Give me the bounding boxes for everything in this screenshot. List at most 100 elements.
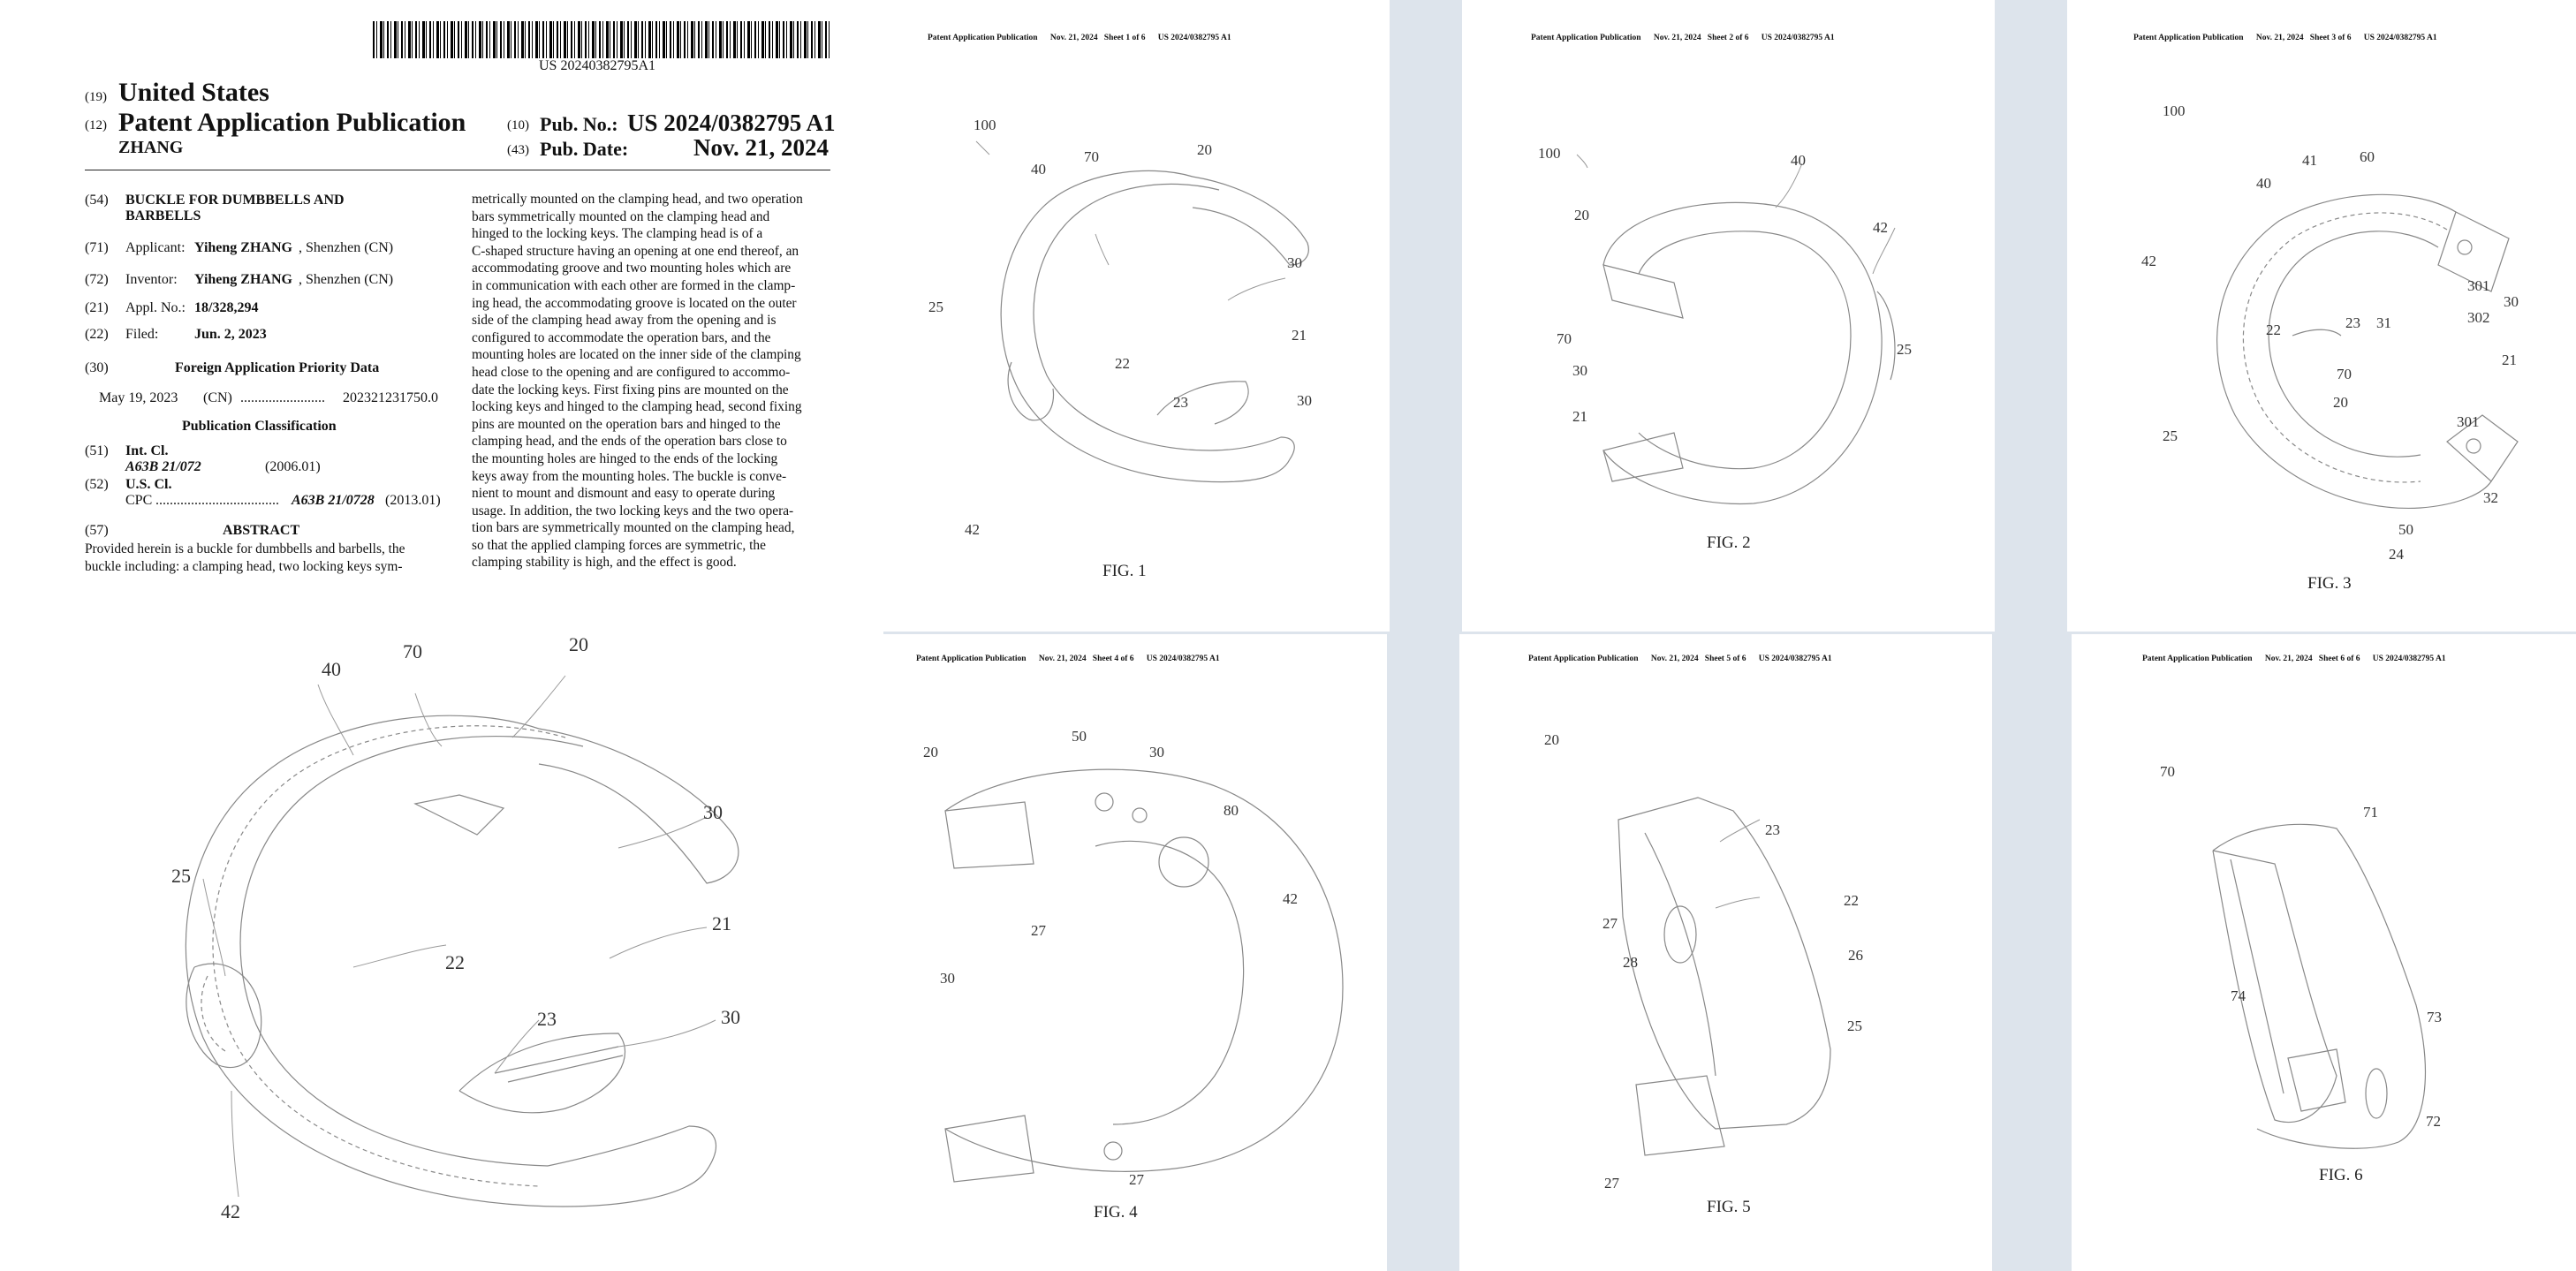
sheet-3: Patent Application Publication Nov. 21, … — [2067, 0, 2576, 632]
figure-caption: FIG. 4 — [1094, 1203, 1138, 1222]
header-title: Patent Application Publication — [928, 34, 1038, 42]
ref-label: 22 — [1115, 355, 1130, 372]
ref-label: 22 — [2266, 322, 2281, 338]
header-date: Nov. 21, 2024 — [2255, 34, 2304, 42]
abstract-line: clamping head, and the ends of the opera… — [472, 434, 787, 450]
ref-label: 60 — [2360, 148, 2375, 165]
ref-label: 21 — [1572, 408, 1587, 425]
abstract-line: head close to the opening and are config… — [472, 364, 791, 380]
abstract-line: in communication with each other are for… — [472, 277, 796, 293]
country: United States — [118, 78, 269, 107]
sheet-header: Patent Application Publication Nov. 21, … — [1528, 654, 1832, 663]
header-sheet: Sheet 6 of 6 — [2318, 654, 2360, 663]
figure-caption: FIG. 2 — [1707, 533, 1751, 552]
ref-label: 40 — [1031, 161, 1046, 178]
header-title: Patent Application Publication — [2133, 34, 2244, 42]
ref-label: 30 — [721, 1006, 740, 1028]
ref-label: 70 — [1084, 148, 1099, 165]
ref-label: 42 — [221, 1200, 240, 1222]
header-title: Patent Application Publication — [1531, 34, 1641, 42]
ref-label: 30 — [1287, 254, 1302, 271]
barcode — [373, 21, 830, 58]
header-date: Nov. 21, 2024 — [1653, 34, 1701, 42]
ref-label: 73 — [2427, 1009, 2442, 1025]
ref-label: 42 — [965, 521, 980, 538]
ref-label: 25 — [2163, 427, 2178, 444]
ref-label: 30 — [1297, 392, 1312, 409]
ref-label: 22 — [1844, 892, 1859, 909]
ref-label: 30 — [1149, 744, 1164, 760]
ref-label: 70 — [1557, 330, 1572, 347]
sheet-5: Patent Application Publication Nov. 21, … — [1459, 634, 1992, 1271]
title-line-2: BARBELLS — [125, 208, 201, 223]
ref-label: 22 — [445, 951, 465, 973]
abstract-left: Provided herein is a buckle for dumbbell… — [85, 541, 445, 575]
ref-label: 24 — [2389, 546, 2404, 563]
sheet-4: Patent Application Publication Nov. 21, … — [875, 634, 1387, 1271]
abstract-heading: ABSTRACT — [223, 523, 300, 538]
ref-label: 40 — [1791, 152, 1806, 169]
pub-date-label: Pub. Date: — [540, 138, 629, 160]
ref-label: 25 — [1897, 341, 1912, 358]
pub-date: Nov. 21, 2024 — [693, 134, 830, 161]
abstract-line: C-shaped structure having an opening at … — [472, 243, 799, 259]
code-22: (22) — [85, 327, 109, 342]
pub-class-heading: Publication Classification — [182, 419, 337, 434]
priority-heading: Foreign Application Priority Data — [175, 360, 380, 375]
abstract-line: metrically mounted on the clamping head,… — [472, 192, 803, 207]
ref-label: 42 — [1873, 219, 1888, 236]
abstract-line: date the locking keys. First fixing pins… — [472, 382, 789, 397]
code-12: (12) — [85, 118, 107, 132]
us-cl-label: U.S. Cl. — [125, 477, 172, 492]
header-sheet: Sheet 1 of 6 — [1103, 34, 1146, 42]
figure-caption: FIG. 5 — [1707, 1198, 1751, 1216]
cpc-year: (2013.01) — [385, 493, 441, 508]
ref-label: 20 — [1544, 731, 1559, 748]
ref-label: 30 — [940, 970, 955, 987]
sheet-6: Patent Application Publication Nov. 21, … — [2072, 634, 2576, 1271]
header-pub-no: US 2024/0382795 A1 — [1146, 654, 1220, 663]
priority-no: 202321231750.0 — [343, 390, 438, 405]
filed-label: Filed: — [125, 327, 159, 342]
int-cl-label: Int. Cl. — [125, 443, 169, 458]
ref-label: 301 — [2467, 277, 2490, 294]
appl-no: 18/328,294 — [194, 300, 259, 315]
ref-label: 27 — [1604, 1175, 1619, 1192]
header-pub-no: US 2024/0382795 A1 — [1761, 34, 1835, 42]
inventor-short: ZHANG — [118, 138, 184, 157]
header-date: Nov. 21, 2024 — [1038, 654, 1087, 663]
ref-label: 72 — [2426, 1113, 2441, 1130]
ref-label: 25 — [928, 299, 943, 315]
ref-label: 30 — [2504, 293, 2519, 310]
abstract-right: metrically mounted on the clamping head,… — [472, 191, 830, 571]
sheet-2: Patent Application Publication Nov. 21, … — [1462, 0, 1995, 632]
ref-label: 70 — [2337, 366, 2352, 382]
ref-label: 71 — [2363, 804, 2378, 821]
int-cl-code: A63B 21/072 — [125, 459, 201, 474]
header-title: Patent Application Publication — [2142, 654, 2253, 663]
filed-date: Jun. 2, 2023 — [194, 327, 267, 342]
abstract-line: buckle including: a clamping head, two l… — [85, 558, 403, 574]
buckle-drawing — [185, 675, 739, 1207]
fig4-drawing — [944, 768, 1344, 1183]
inventor-name: Yiheng ZHANG — [194, 272, 292, 287]
ref-label: 20 — [569, 633, 588, 655]
applicant-label: Applicant: — [125, 240, 186, 255]
header-pub-no: US 2024/0382795 A1 — [1157, 34, 1231, 42]
code-57: (57) — [85, 523, 109, 538]
ref-label: 27 — [1129, 1171, 1144, 1188]
ref-label: 74 — [2231, 987, 2246, 1004]
figure-caption: FIG. 3 — [2307, 574, 2352, 593]
abstract-line: pins are mounted on the operation bars a… — [472, 416, 781, 432]
abstract-line: accommodating groove and two mounting ho… — [472, 261, 792, 276]
abstract-line: hinged to the locking keys. The clamping… — [472, 226, 763, 242]
header-date: Nov. 21, 2024 — [1650, 654, 1699, 663]
applicant-location: , Shenzhen (CN) — [299, 240, 394, 255]
ref-label: 23 — [1765, 821, 1780, 838]
pub-no-label: Pub. No.: — [540, 113, 618, 135]
appl-no-label: Appl. No.: — [125, 300, 186, 315]
header-title: Patent Application Publication — [1528, 654, 1639, 663]
abstract-line: configured to accommodate the operation … — [472, 329, 771, 345]
sheet-header: Patent Application Publication Nov. 21, … — [916, 654, 1220, 663]
code-72: (72) — [85, 272, 109, 287]
